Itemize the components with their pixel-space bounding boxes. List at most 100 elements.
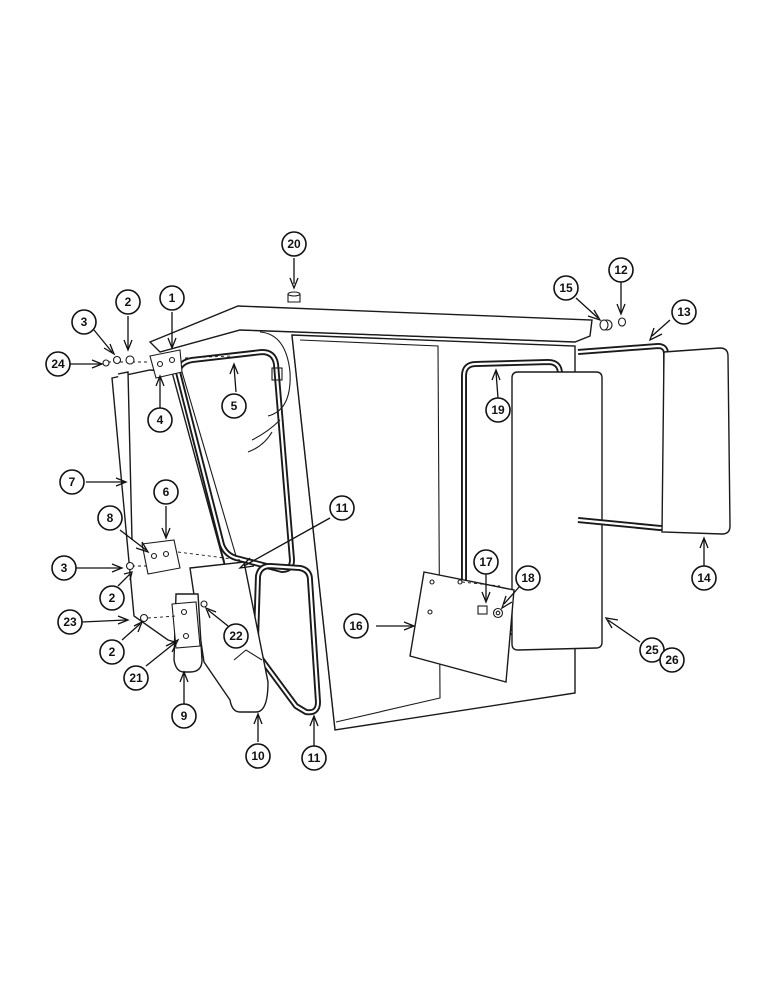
callout-circle xyxy=(71,309,97,335)
callout-number: 23 xyxy=(63,615,77,629)
callout-circle xyxy=(45,351,71,377)
callout-circle xyxy=(99,585,125,611)
callout-13: 13 xyxy=(671,299,697,325)
callout-10: 10 xyxy=(245,743,271,769)
callout-circle xyxy=(171,703,197,729)
callout-circle xyxy=(99,639,125,665)
callout-circle xyxy=(343,613,369,639)
callout-circle xyxy=(221,393,247,419)
callout-24: 24 xyxy=(45,351,71,377)
callout-number: 20 xyxy=(287,237,301,251)
callout-number: 17 xyxy=(479,555,493,569)
callout-number: 24 xyxy=(51,357,65,371)
callout-22: 22 xyxy=(223,623,249,649)
callout-number: 5 xyxy=(231,399,238,413)
callout-layer: 1222334567891011111213141516171819202122… xyxy=(45,231,717,771)
callout-circle xyxy=(159,285,185,311)
callout-number: 15 xyxy=(559,281,573,295)
callout-2a: 2 xyxy=(115,289,141,315)
callout-number: 6 xyxy=(163,485,170,499)
cover-plate xyxy=(409,571,515,683)
callout-number: 4 xyxy=(157,413,164,427)
callout-circle xyxy=(691,565,717,591)
callout-9: 9 xyxy=(171,703,197,729)
callout-circle xyxy=(281,231,307,257)
callout-2c: 2 xyxy=(99,639,125,665)
callout-20: 20 xyxy=(281,231,307,257)
callout-circle xyxy=(553,275,579,301)
callout-number: 1 xyxy=(169,291,176,305)
callout-number: 26 xyxy=(665,653,679,667)
leader-lines xyxy=(70,258,709,746)
callout-number: 11 xyxy=(308,751,321,765)
callout-number: 10 xyxy=(251,749,265,763)
callout-number: 22 xyxy=(229,629,243,643)
callout-14: 14 xyxy=(691,565,717,591)
callout-11b: 11 xyxy=(301,745,327,771)
callout-number: 16 xyxy=(349,619,363,633)
callout-23: 23 xyxy=(57,609,83,635)
washer-nut-pair xyxy=(599,317,627,331)
callout-circle xyxy=(245,743,271,769)
callout-circle xyxy=(671,299,697,325)
callout-circle xyxy=(59,469,85,495)
callout-12: 12 xyxy=(608,257,634,283)
callout-21: 21 xyxy=(123,665,149,691)
callout-number: 21 xyxy=(129,671,143,685)
callout-26: 26 xyxy=(659,647,685,673)
callout-1: 1 xyxy=(159,285,185,311)
callout-number: 14 xyxy=(697,571,711,585)
callout-number: 19 xyxy=(491,403,505,417)
hinge-upper xyxy=(102,349,233,379)
callout-number: 3 xyxy=(61,561,68,575)
callout-15: 15 xyxy=(553,275,579,301)
callout-number: 9 xyxy=(181,709,188,723)
callout-3b: 3 xyxy=(51,555,77,581)
callout-8: 8 xyxy=(97,505,123,531)
callout-number: 13 xyxy=(677,305,691,319)
callout-circle xyxy=(123,665,149,691)
callout-circle xyxy=(329,495,355,521)
callout-circle xyxy=(97,505,123,531)
callout-number: 2 xyxy=(109,591,116,605)
callout-circle xyxy=(147,407,173,433)
callout-circle xyxy=(639,637,665,663)
callout-number: 11 xyxy=(336,501,349,515)
callout-circle xyxy=(659,647,685,673)
callout-number: 18 xyxy=(521,571,535,585)
rear-glass xyxy=(511,371,603,651)
callout-11a: 11 xyxy=(329,495,355,521)
callout-18: 18 xyxy=(515,565,541,591)
callout-circle xyxy=(153,479,179,505)
callout-16: 16 xyxy=(343,613,369,639)
callout-circle xyxy=(608,257,634,283)
callout-3a: 3 xyxy=(71,309,97,335)
callout-6: 6 xyxy=(153,479,179,505)
callout-number: 2 xyxy=(125,295,132,309)
callout-4: 4 xyxy=(147,407,173,433)
side-window-assembly xyxy=(577,343,731,535)
callout-circle xyxy=(115,289,141,315)
callout-number: 7 xyxy=(69,475,76,489)
callout-number: 25 xyxy=(645,643,659,657)
callout-5: 5 xyxy=(221,393,247,419)
roof-plug xyxy=(287,291,301,303)
callout-circle xyxy=(223,623,249,649)
callout-17: 17 xyxy=(473,549,499,575)
callout-number: 2 xyxy=(109,645,116,659)
latch-plate xyxy=(139,600,208,649)
hinge-lower xyxy=(125,539,241,575)
callout-circle xyxy=(485,397,511,423)
callout-circle xyxy=(473,549,499,575)
callout-19: 19 xyxy=(485,397,511,423)
callout-circle xyxy=(51,555,77,581)
callout-number: 3 xyxy=(81,315,88,329)
callout-number: 8 xyxy=(107,511,114,525)
callout-25: 25 xyxy=(639,637,665,663)
callout-7: 7 xyxy=(59,469,85,495)
callout-circle xyxy=(57,609,83,635)
callout-circle xyxy=(301,745,327,771)
callout-number: 12 xyxy=(614,263,628,277)
callout-circle xyxy=(515,565,541,591)
